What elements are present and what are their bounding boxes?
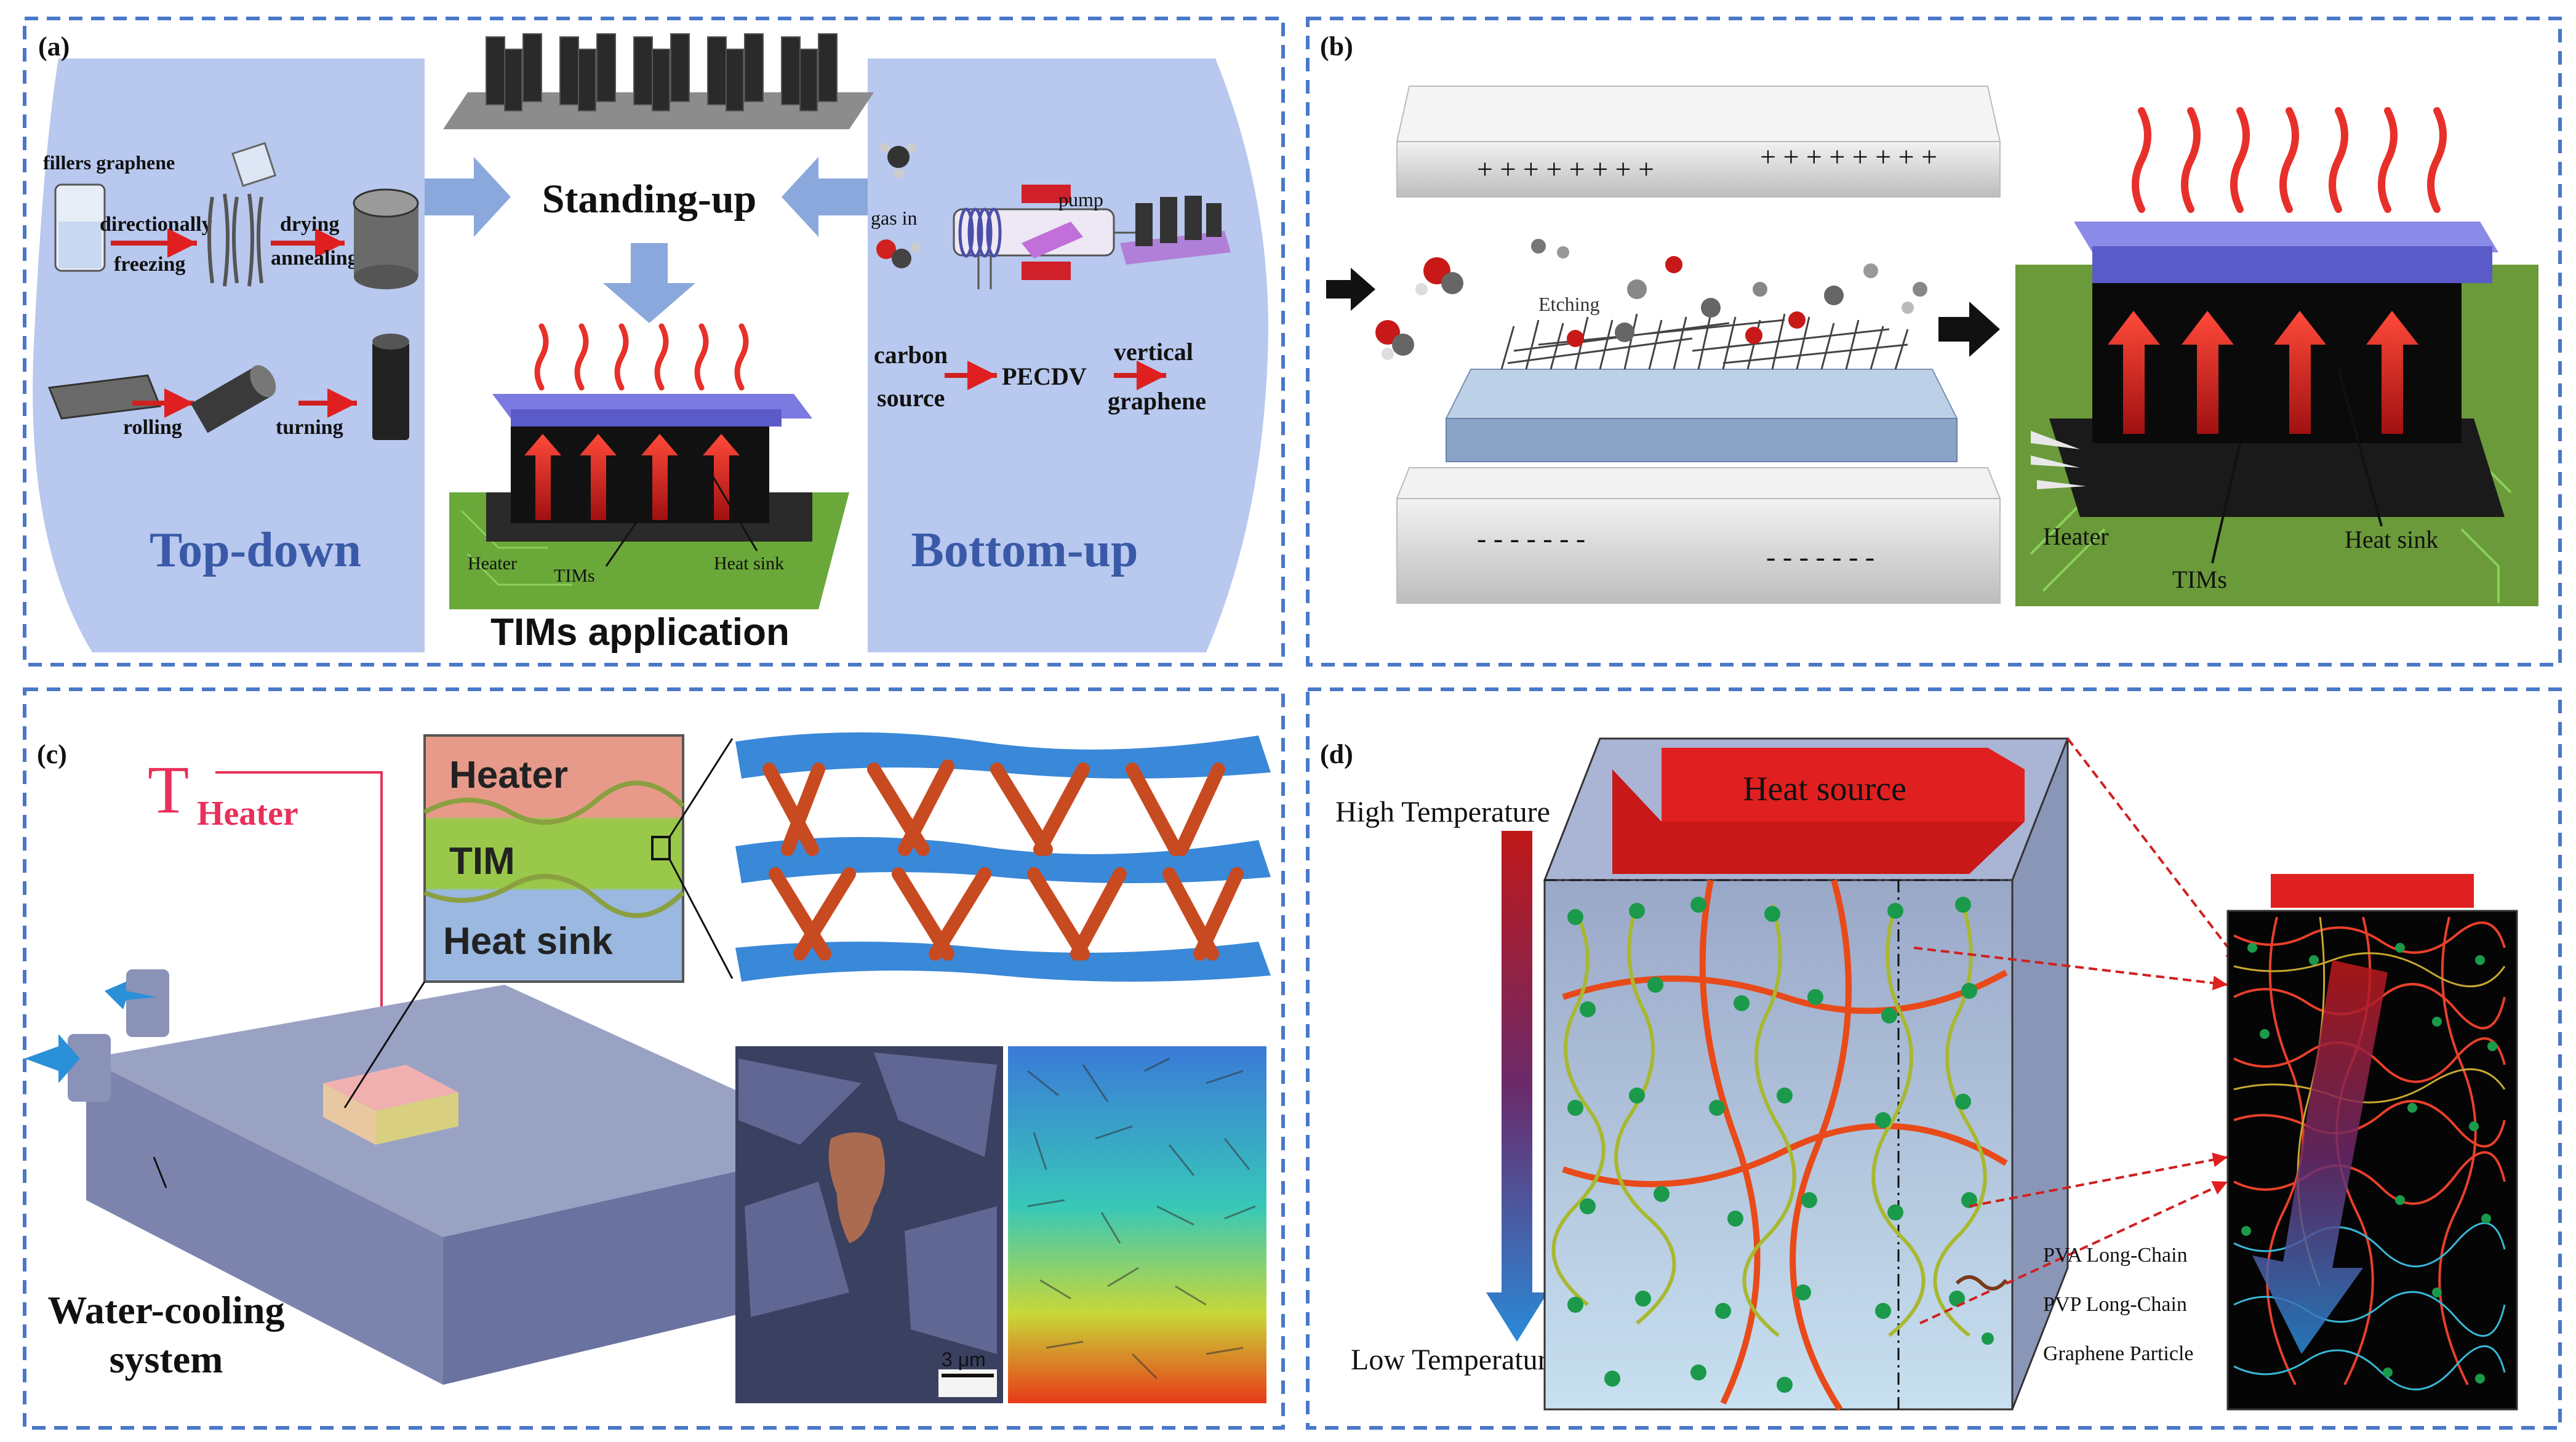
tims-label-b: TIMs [2172,566,2227,593]
panel-d-frame [1306,687,2562,1430]
panel-a: (a) Standing-up fillers graphene [33,31,1268,654]
legend-graphene-label: Graphene Particle [2043,1342,2194,1365]
high-temperature-label: High Temperature [1335,796,1550,828]
low-temperature-label: Low Temperature [1351,1344,1561,1376]
tims-application-illustration: Heater TIMs Heat sink [449,323,849,609]
top-plate-charges-left: + + + + + + + + [1477,153,1654,185]
frozen-lamellae-icon [207,193,263,287]
arrow-down-to-application [603,243,695,323]
bottom-up-title: Bottom-up [911,523,1138,577]
freezing-label: freezing [114,253,185,276]
rolling-label: rolling [123,416,182,439]
directionally-label: directionally [100,213,212,236]
drying-label: drying [280,213,339,236]
legend-pvp-label: PVP Long-Chain [2043,1293,2187,1316]
composite-cube: Heat source [1543,737,2070,1411]
legend-pva-label: PVA Long-Chain [2043,1244,2188,1267]
vertical-label: vertical [1114,338,1193,366]
panel-b-frame [1306,17,2562,667]
t-heater-main: T [148,752,189,827]
panel-a-label: (a) [38,31,70,62]
heater-label-a: Heater [468,553,517,574]
water-cooling-block [25,969,855,1385]
panel-c-label: (c) [37,739,67,769]
tim-device-illustration: Heater TIMs Heat sink [2015,107,2538,606]
heat-source-label: Heat source [1743,770,1906,808]
bottom-electrode-plate: - - - - - - - - - - - - - - [1396,467,2001,604]
source-label: source [877,384,945,412]
water-cooling-label-1: Water-cooling [47,1288,284,1332]
heat-sink-label-b: Heat sink [2345,526,2438,553]
graphene-legend-swatch [1982,1332,1994,1345]
arrow-from-bottom-up [782,157,868,237]
graphene-film-icon [47,374,162,420]
bottom-up-process: gas in pump carbon source [871,143,1231,577]
tims-application-title: TIMs application [490,611,790,654]
porous-cylinder-icon [353,188,419,289]
top-electrode-plate: + + + + + + + + + + + + + + + + [1396,86,2001,198]
etching-label: Etching [1538,293,1600,315]
tims-label-a: TIMs [554,566,595,586]
arrow-from-top-down [425,157,511,237]
bottom-plate-charges-left: - - - - - - - [1477,523,1585,554]
bottom-plate-charges-right: - - - - - - - [1766,541,1874,572]
inset-tim-label: TIM [449,840,515,883]
process-arrow-icon [1938,302,2000,357]
t-heater-sub: Heater [197,795,298,833]
vertical-graphene-array [443,33,874,129]
pva-legend-swatch [1955,1275,2008,1291]
pump-label: pump [1058,188,1103,210]
standing-up-title: Standing-up [542,177,757,222]
plasma-species [1375,239,1927,360]
inset-heat-sink-label: Heat sink [443,920,613,963]
interface-zoom-inset: Heater TIM Heat sink [423,734,685,983]
pecdv-label: PECDV [1002,363,1087,390]
top-plate-charges-right: + + + + + + + + [1760,141,1937,172]
water-cooling-label-2: system [110,1337,223,1381]
panel-b-label: (b) [1320,31,1353,62]
panel-d-label: (d) [1320,739,1353,769]
top-down-lobe [33,58,425,652]
panel-c: (c) T Heater Water-cooling system [25,732,1271,1403]
heater-tim-stack [323,1065,458,1145]
sem-image: 3 μm [735,1046,1003,1403]
zoom-pointer-arrows [1913,737,2241,1324]
panel-d: (d) High Temperature Low Temperature Hea… [1320,737,2518,1411]
input-arrow-icon [1326,268,1375,311]
substrate-with-vertical-graphene [1445,313,1958,462]
gas-in-label: gas in [871,207,918,229]
gas-molecule-icon [876,143,921,268]
heat-sink-label-a: Heat sink [714,553,784,574]
ice-cube-icon [231,142,277,187]
scale-bar-label: 3 μm [942,1348,986,1371]
legend: PVA Long-Chain PVP Long-Chain Graphene P… [1955,1244,2194,1365]
heater-label-b: Heater [2043,523,2109,550]
fillers-graphene-label: fillers graphene [43,151,175,174]
top-down-title: Top-down [150,523,361,577]
graphite-rod-icon [372,334,409,440]
simulation-map [1008,1046,1266,1403]
top-down-process: fillers graphene directionally freezing … [43,142,419,577]
heat-flow-arrow [2252,960,2388,1354]
rolled-film-icon [190,365,276,433]
carbon-label: carbon [874,341,948,369]
panel-b: (b) + + + + + + + + + + + + + + + + - - … [1320,31,2538,606]
panel-a-frame [23,17,1285,667]
heater-pointer-line [215,771,389,1049]
annealing-label: annealing [271,247,358,270]
graphene-network-3d [735,732,1271,982]
graphene-label: graphene [1108,387,1206,415]
pecvd-reactor-icon [953,185,1138,289]
graphene-particle-highlight [828,1132,885,1243]
zoomed-network-inset [2226,874,2518,1411]
turning-label: turning [276,416,343,439]
t-heater-label: T Heater [148,752,298,833]
vertical-graphene-substrate-icon [1120,196,1231,265]
inset-heater-label: Heater [449,754,568,796]
temperature-gradient-arrow [1486,831,1548,1342]
